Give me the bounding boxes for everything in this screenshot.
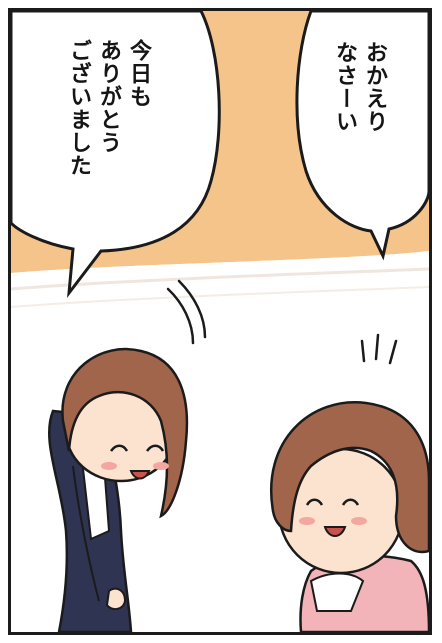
girl-smiling-figure [270,401,429,632]
speech-text-right: おかえりなさーい [329,41,389,201]
comic-panel: おかえりなさーい 今日もありがとうございました [8,8,432,635]
speech-bubble-right [295,11,429,261]
floor-line [11,267,429,291]
floor-line [11,286,429,308]
woman-bowing-figure [48,347,189,632]
speech-line: ありがとう [96,39,121,154]
motion-lines [166,279,398,365]
speech-line: 今日も [126,39,151,108]
panel-artwork [11,11,429,632]
speech-line: おかえり [362,41,387,133]
speech-bubble-left [11,11,221,299]
speech-line: ございました [66,39,91,177]
speech-line: なさーい [332,41,357,133]
speech-text-left: 今日もありがとうございました [63,39,153,229]
